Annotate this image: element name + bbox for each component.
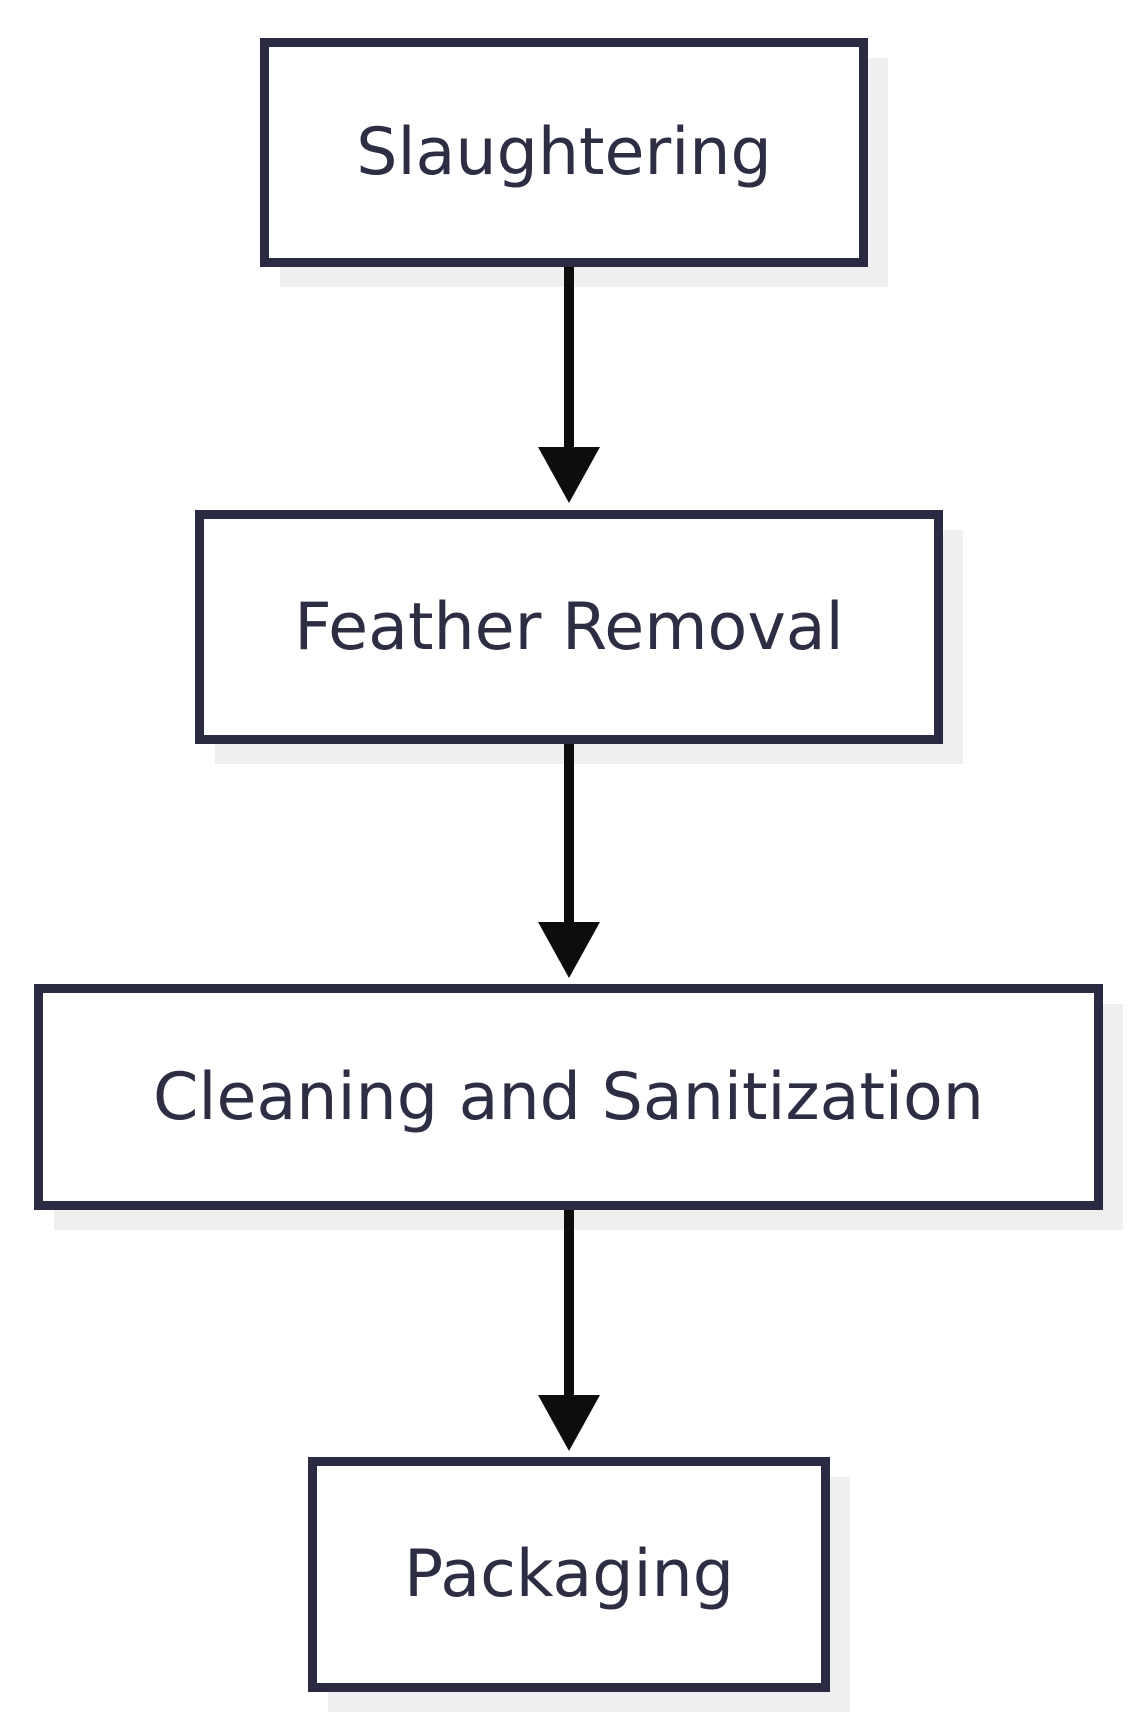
flow-node-packaging: Packaging	[308, 1457, 830, 1692]
connector-arrow-2	[538, 744, 600, 978]
flow-node-feather-removal: Feather Removal	[195, 510, 943, 744]
flow-node-label: Slaughtering	[356, 115, 772, 190]
arrow-shaft	[564, 1210, 574, 1396]
flow-node-label: Feather Removal	[294, 589, 844, 665]
arrow-down-icon	[538, 447, 600, 503]
arrow-down-icon	[538, 922, 600, 978]
arrow-down-icon	[538, 1395, 600, 1451]
flow-node-label: Cleaning and Sanitization	[153, 1059, 984, 1135]
connector-arrow-3	[538, 1210, 600, 1451]
arrow-shaft	[564, 267, 574, 448]
arrow-shaft	[564, 744, 574, 923]
connector-arrow-1	[538, 267, 600, 503]
flow-node-cleaning-sanitization: Cleaning and Sanitization	[34, 984, 1103, 1210]
flow-node-label: Packaging	[404, 1537, 734, 1612]
flow-node-slaughtering: Slaughtering	[260, 38, 868, 267]
